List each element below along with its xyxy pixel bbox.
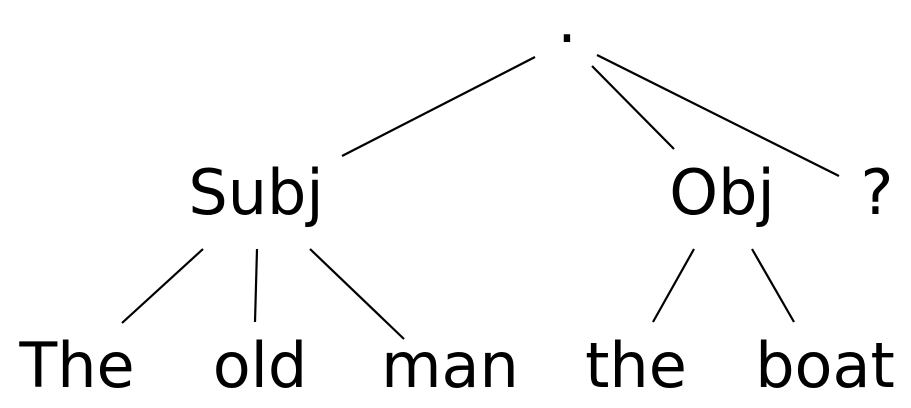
word-man-label: man: [381, 329, 519, 402]
question-node-label: ?: [861, 156, 894, 229]
edge-root-to-obj: [591, 65, 675, 150]
subj-node-label: Subj: [188, 156, 323, 229]
word-the-lower-label: the: [585, 329, 687, 402]
word-the-label: The: [18, 329, 134, 402]
obj-node-label: Obj: [669, 156, 774, 229]
word-old-label: old: [213, 329, 308, 402]
edge-obj-to-boat: [751, 248, 795, 323]
edge-subj-to-old: [253, 248, 259, 323]
root-node-label: .: [557, 0, 577, 57]
edge-subj-to-man: [309, 248, 405, 340]
edge-obj-to-the: [652, 248, 695, 323]
edge-root-to-question: [596, 54, 840, 177]
edge-root-to-subj: [341, 56, 536, 157]
word-boat-label: boat: [755, 329, 895, 402]
edge-subj-to-the: [121, 248, 204, 324]
